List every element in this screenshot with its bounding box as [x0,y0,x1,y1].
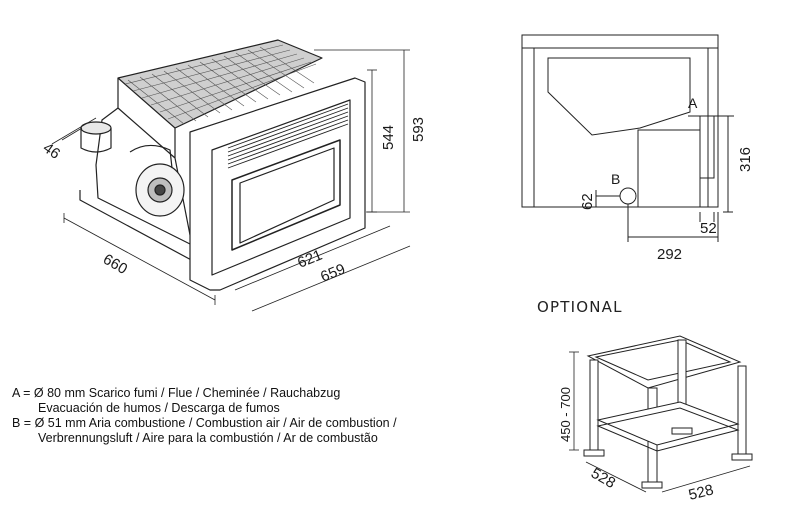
dim-width-659: 659 [318,261,348,286]
front-louvers [227,103,349,169]
dim-height-544: 544 [380,125,397,150]
dim-height-593: 593 [410,117,427,142]
dim-stand-height: 450 - 700 [558,387,573,442]
label-b: B [611,171,620,187]
legend-a-line1: A = Ø 80 mm Scarico fumi / Flue / Chemin… [12,386,341,400]
dim-angle-46: 46 [40,139,63,162]
legend-b-line1: B = Ø 51 mm Aria combustione / Combustio… [12,416,397,430]
optional-stand [569,335,753,493]
flue-outlet-a [699,115,715,179]
stove-3d-view [51,39,411,312]
side-section-view [521,34,734,242]
dim-stand-width: 528 [687,481,715,504]
air-inlet-b [619,187,637,205]
dim-62: 62 [579,193,596,210]
dim-stand-depth: 528 [588,465,618,492]
dim-316: 316 [737,147,754,172]
dim-292: 292 [657,246,682,263]
legend-a-line2: Evacuación de humos / Descarga de fumos [38,401,280,415]
section-outline [521,34,719,208]
legend: A = Ø 80 mm Scarico fumi / Flue / Chemin… [12,386,397,446]
label-a: A [688,95,698,111]
dim-52: 52 [700,220,717,237]
dim-depth-660: 660 [100,251,130,278]
legend-b-line2: Verbrennungsluft / Aire para la combusti… [38,431,378,445]
optional-title: OPTIONAL [537,298,623,316]
